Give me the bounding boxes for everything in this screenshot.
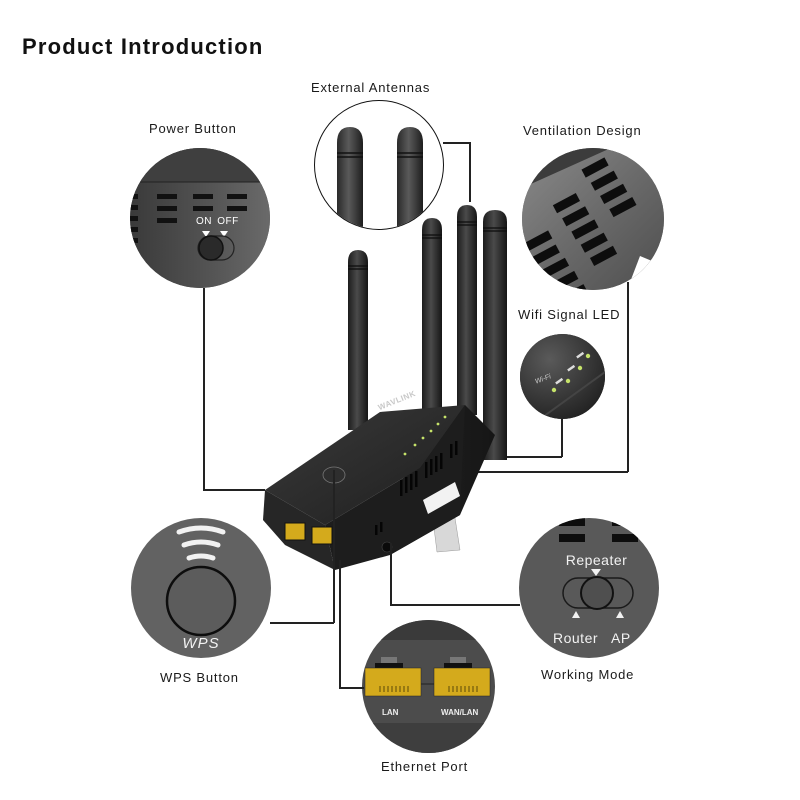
ethernet-port-callout: LAN WAN/LAN — [362, 620, 495, 753]
ethernet-connector-line-h — [339, 687, 364, 689]
wifi-led-connector-line-v — [561, 419, 563, 457]
router-device-image — [263, 205, 507, 570]
ventilation-callout — [522, 148, 664, 290]
working-mode-label: Working Mode — [541, 667, 635, 682]
wps-button-callout[interactable]: WPS — [131, 518, 271, 658]
wps-button-label: WPS Button — [160, 670, 239, 685]
mode-router-label: Router — [553, 630, 599, 646]
power-off-label: OFF — [217, 216, 239, 227]
working-mode-callout[interactable]: Repeater Router AP — [519, 518, 659, 658]
antennas-connector-line-h — [443, 142, 470, 144]
ventilation-connector-line-v — [627, 282, 629, 472]
power-button-callout: ON OFF — [130, 148, 270, 288]
wifi-led-label: Wifi Signal LED — [518, 307, 621, 322]
wifi-extender-device: WAVLINK — [255, 200, 535, 590]
wifi-led-callout: Wi-Fi — [520, 334, 605, 419]
ethernet-connector-line-v — [339, 560, 341, 688]
antennas-connector-line-v — [469, 142, 471, 202]
mode-connector-line-h — [390, 604, 520, 606]
ethernet-wan-lan-label: WAN/LAN — [441, 708, 479, 717]
ethernet-port-icon — [362, 620, 495, 753]
mode-repeater-label: Repeater — [565, 552, 628, 568]
mode-ap-label: AP — [611, 630, 631, 646]
vent-icon — [522, 148, 664, 290]
power-connector-line — [203, 288, 205, 490]
antennas-callout — [314, 100, 444, 230]
wps-icon — [165, 525, 237, 637]
ethernet-lan-label: LAN — [382, 708, 399, 717]
antenna-icon — [337, 127, 423, 229]
wps-connector-line-v — [333, 470, 335, 623]
wps-button-text: WPS — [182, 635, 220, 652]
page-title: Product Introduction — [22, 34, 264, 59]
power-on-label: ON — [196, 216, 212, 227]
ventilation-connector-line-h — [452, 471, 628, 473]
power-button-label: Power Button — [149, 121, 237, 136]
ventilation-label: Ventilation Design — [523, 123, 642, 138]
power-connector-line-h — [203, 489, 265, 491]
ethernet-port-label: Ethernet Port — [381, 759, 468, 774]
antennas-label: External Antennas — [311, 80, 431, 95]
wps-connector-line-h — [270, 622, 334, 624]
mode-connector-line-v — [390, 543, 392, 605]
led-icon — [520, 334, 605, 419]
